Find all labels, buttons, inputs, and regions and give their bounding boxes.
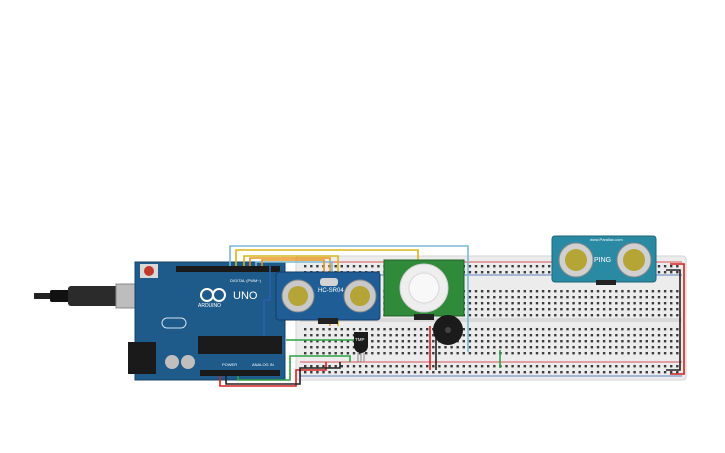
- arduino-board[interactable]: UNO ARDUINO DIGITAL (PWM~) POWER ANALOG …: [128, 261, 292, 381]
- temperature-sensor[interactable]: TMP: [354, 332, 368, 362]
- ping-top-label: www.Parallax.com: [590, 237, 623, 242]
- analog-header[interactable]: [200, 370, 280, 376]
- ping-label: PING: [594, 257, 611, 264]
- digital-header[interactable]: [176, 266, 280, 272]
- analog-in-label: ANALOG IN: [252, 362, 274, 367]
- power-jack: [128, 342, 156, 374]
- ping-sensor[interactable]: www.Parallax.com PING: [551, 235, 657, 285]
- pir-sensor[interactable]: [383, 259, 465, 320]
- piezo-buzzer[interactable]: [433, 315, 463, 345]
- board-brand-label: ARDUINO: [198, 303, 221, 309]
- atmega-chip: [198, 336, 282, 354]
- usb-cable: [34, 283, 143, 309]
- tmp-label: TMP: [355, 337, 365, 342]
- hcsr04-sensor[interactable]: HC-SR04: [275, 271, 381, 324]
- board-model-label: UNO: [233, 290, 258, 302]
- digital-pins-label: DIGITAL (PWM~): [230, 278, 262, 283]
- hcsr04-label: HC-SR04: [318, 288, 344, 294]
- power-label: POWER: [222, 362, 237, 367]
